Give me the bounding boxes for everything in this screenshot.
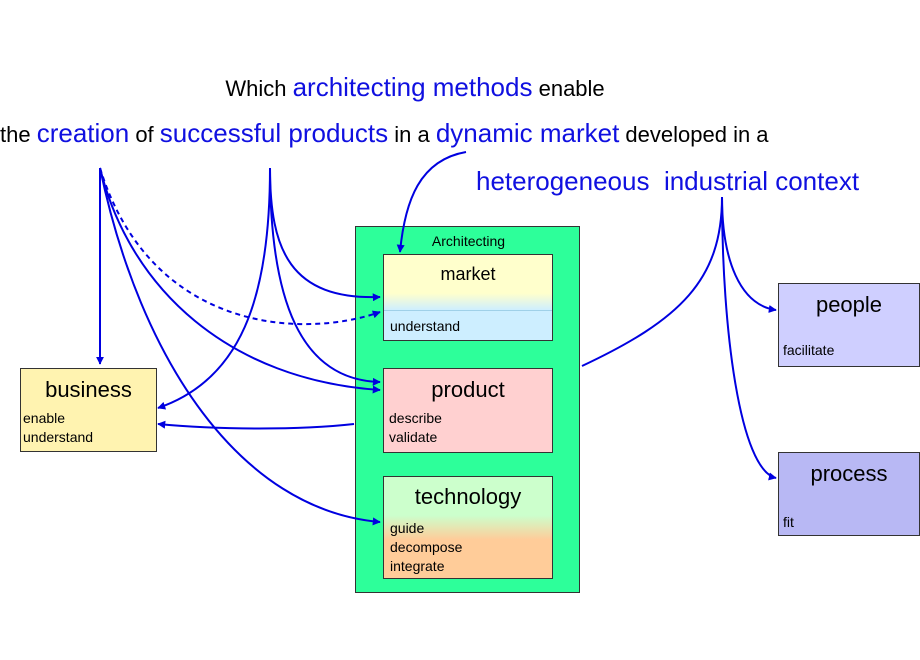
process-title: process bbox=[810, 461, 888, 486]
product-box: product describe validate bbox=[383, 368, 553, 453]
q3-highlight-industrial-context: industrial context bbox=[663, 166, 860, 196]
arrow-architecting-to-business bbox=[157, 420, 355, 430]
arrow-products-to-market bbox=[269, 167, 381, 302]
arrow-products-to-business bbox=[157, 167, 271, 410]
arrow-creation-to-market-dashed bbox=[99, 167, 381, 326]
arrow-context-to-architecting bbox=[581, 196, 723, 367]
market-line: understand bbox=[390, 318, 461, 334]
arrow-dynamic-market-to-market bbox=[396, 151, 467, 253]
process-lines: fit bbox=[783, 513, 794, 532]
technology-line: integrate bbox=[390, 558, 445, 574]
technology-line: decompose bbox=[390, 539, 463, 555]
q1-text-c: enable bbox=[532, 76, 605, 101]
arrow-products-to-product bbox=[269, 167, 381, 386]
q2-text-e: in a bbox=[388, 122, 436, 147]
q2-highlight-successful-products: successful products bbox=[159, 118, 389, 148]
product-lines: describe validate bbox=[389, 409, 442, 447]
people-lines: facilitate bbox=[783, 341, 834, 360]
product-title: product bbox=[431, 377, 505, 402]
q2-highlight-creation: creation bbox=[36, 118, 130, 148]
question-line-2: the creation of successful products in a… bbox=[0, 118, 769, 149]
people-box: people facilitate bbox=[778, 283, 920, 367]
product-line: validate bbox=[389, 429, 438, 445]
question-line-3: heterogeneous industrial context bbox=[476, 166, 859, 197]
arrow-context-to-process bbox=[721, 196, 777, 481]
technology-title: technology bbox=[414, 484, 522, 509]
arrow-creation-to-product bbox=[99, 167, 381, 394]
q2-text-g: developed in a bbox=[619, 122, 769, 147]
people-line: facilitate bbox=[783, 342, 835, 358]
q1-highlight-architecting-methods: architecting methods bbox=[292, 72, 533, 102]
question-line-1: Which architecting methods enable bbox=[0, 72, 830, 103]
q3-highlight-heterogeneous: heterogeneous bbox=[476, 166, 650, 196]
business-line: enable bbox=[23, 410, 66, 426]
process-line: fit bbox=[783, 514, 794, 530]
business-box: business enable understand bbox=[20, 368, 157, 452]
technology-lines: guide decompose integrate bbox=[390, 519, 462, 576]
architecting-title: Architecting bbox=[431, 233, 506, 249]
product-line: describe bbox=[389, 410, 442, 426]
q2-text-a: the bbox=[0, 122, 37, 147]
market-divider bbox=[384, 310, 552, 311]
q1-text-a: Which bbox=[225, 76, 293, 101]
technology-box: technology guide decompose integrate bbox=[383, 476, 553, 579]
business-lines: enable understand bbox=[23, 409, 93, 447]
technology-line: guide bbox=[390, 520, 425, 536]
q2-highlight-dynamic-market: dynamic market bbox=[435, 118, 620, 148]
arrow-creation-to-technology bbox=[99, 167, 381, 526]
people-title: people bbox=[815, 292, 883, 317]
q2-text-c: of bbox=[129, 122, 160, 147]
market-box: market understand bbox=[383, 254, 553, 341]
arrow-context-to-people bbox=[721, 196, 777, 313]
market-lines: understand bbox=[390, 317, 460, 336]
business-title: business bbox=[45, 377, 132, 402]
business-line: understand bbox=[23, 429, 94, 445]
market-title: market bbox=[440, 264, 496, 284]
